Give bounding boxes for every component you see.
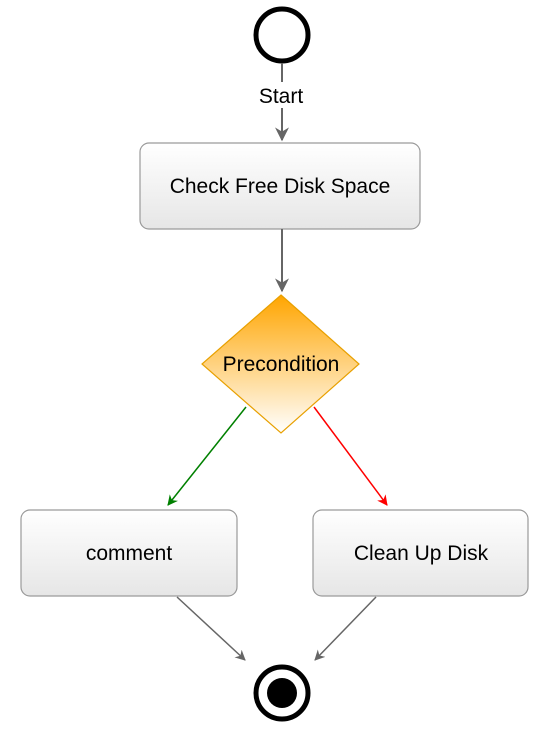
edge-precondition-to-comment bbox=[167, 406, 247, 506]
precondition-diamond bbox=[201, 294, 360, 434]
start-node[interactable] bbox=[253, 6, 311, 64]
edge-precondition-to-cleanup bbox=[313, 406, 388, 506]
edge-comment-to-end bbox=[176, 596, 246, 661]
comment-node[interactable]: comment bbox=[20, 509, 238, 597]
end-node[interactable] bbox=[253, 664, 311, 722]
end-node-inner-dot bbox=[267, 678, 297, 708]
precondition-decision-node[interactable]: Precondition bbox=[201, 294, 360, 434]
start-label: Start bbox=[259, 85, 304, 108]
comment-box bbox=[20, 509, 238, 597]
precondition-label: Precondition bbox=[223, 353, 340, 376]
cleanup-disk-node[interactable]: Clean Up Disk bbox=[312, 509, 529, 597]
comment-label: comment bbox=[86, 542, 173, 565]
check-disk-space-box bbox=[139, 142, 421, 230]
cleanup-disk-box bbox=[312, 509, 529, 597]
check-disk-space-node[interactable]: Check Free Disk Space bbox=[139, 142, 421, 230]
cleanup-disk-label: Clean Up Disk bbox=[354, 542, 489, 565]
start-label-bg bbox=[250, 82, 310, 108]
edge-cleanup-to-end bbox=[314, 596, 377, 661]
check-disk-space-label: Check Free Disk Space bbox=[170, 175, 391, 198]
